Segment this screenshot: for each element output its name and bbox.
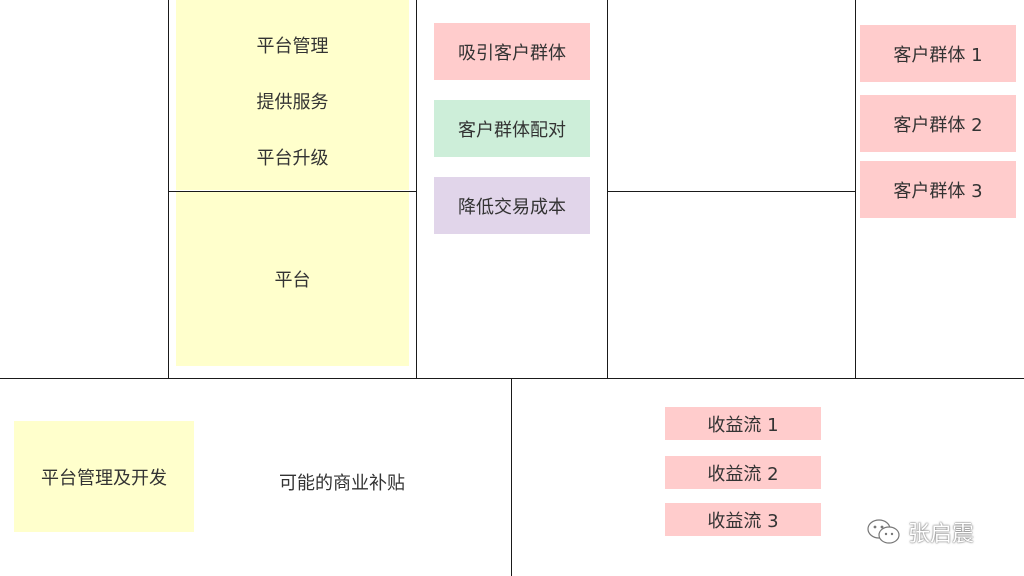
value-proposition-note: 吸引客户群体	[434, 23, 590, 80]
key-activities-sticky: 平台管理 提供服务 平台升级	[176, 0, 409, 190]
divider-v-2	[416, 0, 417, 379]
divider-v-3	[607, 0, 608, 379]
divider-h-right-inner	[607, 191, 855, 192]
customer-segment-note: 客户群体 3	[860, 161, 1016, 218]
value-proposition-note: 降低交易成本	[434, 177, 590, 234]
activity-item: 平台升级	[256, 148, 329, 169]
key-resources-label: 平台	[274, 270, 311, 291]
revenue-stream-label: 收益流 1	[707, 414, 779, 436]
revenue-stream-label: 收益流 2	[707, 463, 779, 485]
wechat-icon	[866, 517, 902, 547]
divider-v-1	[168, 0, 169, 379]
customer-segment-note: 客户群体 2	[860, 95, 1016, 152]
revenue-stream-note: 收益流 2	[665, 456, 821, 489]
customer-segment-label: 客户群体 3	[893, 180, 983, 202]
revenue-stream-note: 收益流 3	[665, 503, 821, 536]
value-proposition-label: 客户群体配对	[458, 119, 566, 141]
value-proposition-note: 客户群体配对	[434, 100, 590, 157]
customer-segment-note: 客户群体 1	[860, 25, 1016, 82]
divider-v-4	[855, 0, 856, 379]
value-proposition-label: 吸引客户群体	[458, 42, 566, 64]
activity-item: 提供服务	[256, 92, 329, 113]
revenue-stream-note: 收益流 1	[665, 407, 821, 440]
customer-segment-label: 客户群体 2	[893, 114, 983, 136]
value-proposition-label: 降低交易成本	[458, 196, 566, 218]
divider-v-bottom	[511, 379, 512, 576]
cost-structure-text: 可能的商业补贴	[279, 473, 405, 494]
revenue-stream-label: 收益流 3	[707, 510, 779, 532]
divider-h-left-inner	[168, 191, 416, 192]
divider-h-main	[0, 378, 1024, 379]
watermark: 张启震	[866, 512, 1006, 552]
watermark-author: 张启震	[908, 522, 975, 547]
cost-structure-sticky: 平台管理及开发	[14, 421, 194, 532]
cost-structure-label: 平台管理及开发	[41, 467, 167, 489]
activity-item: 平台管理	[256, 36, 329, 57]
key-resources-sticky: 平台	[176, 192, 409, 366]
customer-segment-label: 客户群体 1	[893, 44, 983, 66]
